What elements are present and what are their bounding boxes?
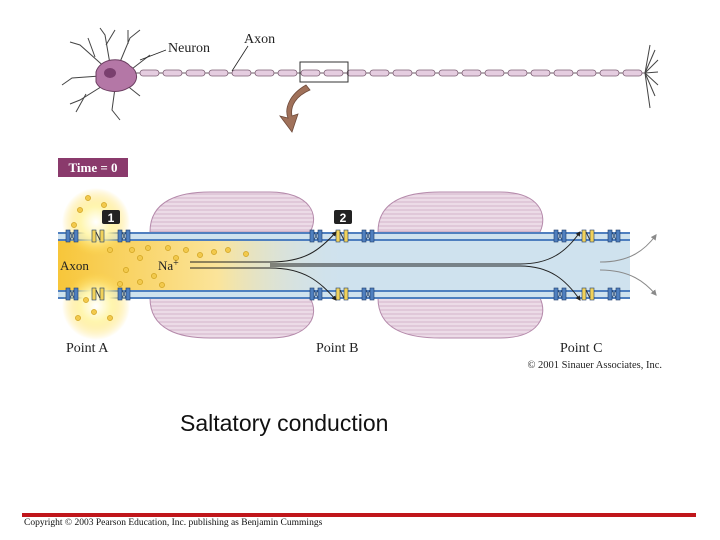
point-a-label: Point A xyxy=(66,341,109,356)
overview-myelin-segment xyxy=(323,69,344,77)
closed-sodium-channel xyxy=(361,287,375,301)
axon-terminals xyxy=(644,44,659,109)
closed-sodium-channel xyxy=(309,287,323,301)
marker-2: 2 xyxy=(334,210,352,225)
overview-myelin-segment xyxy=(208,69,229,77)
closed-sodium-channel xyxy=(553,287,567,301)
overview-myelin-segment xyxy=(415,69,436,77)
depolarization-flash-bottom xyxy=(62,272,130,340)
svg-text:1: 1 xyxy=(108,211,115,225)
overview-myelin-segment xyxy=(185,69,206,77)
closed-sodium-channel xyxy=(65,287,79,301)
overview-myelin-segment xyxy=(622,69,643,77)
overview-myelin-segment xyxy=(254,69,275,77)
closed-sodium-channel xyxy=(117,287,131,301)
nucleus xyxy=(104,68,116,78)
sodium-ion xyxy=(77,207,83,213)
overview-myelin-segment xyxy=(599,69,620,77)
sodium-ion xyxy=(183,247,189,253)
overview-myelin-segment xyxy=(461,69,482,77)
cell-body xyxy=(95,59,137,92)
point-b-label: Point B xyxy=(316,341,358,356)
svg-text:Time = 0: Time = 0 xyxy=(68,160,117,175)
myelin-sheath-2 xyxy=(377,191,544,339)
point-c-label: Point C xyxy=(560,341,602,356)
sodium-ion xyxy=(107,247,113,253)
overview-myelin-segment xyxy=(162,69,183,77)
overview-myelin-segment xyxy=(553,69,574,77)
overview-myelin-segment xyxy=(369,69,390,77)
sodium-ion xyxy=(197,252,203,258)
closed-sodium-channel xyxy=(361,229,375,243)
sodium-ion xyxy=(137,255,143,261)
sodium-ion xyxy=(83,297,89,303)
sodium-ion xyxy=(173,255,179,261)
axon-label: Axon xyxy=(60,258,89,273)
open-sodium-channel xyxy=(581,229,595,243)
overview-myelin-segment xyxy=(438,69,459,77)
sodium-ion xyxy=(107,315,113,321)
closed-sodium-channel xyxy=(607,229,621,243)
overview-myelin-segment xyxy=(576,69,597,77)
sodium-ion xyxy=(159,282,165,288)
sodium-ion xyxy=(101,202,107,208)
overview-myelin-segment xyxy=(231,69,252,77)
sodium-label: Na+ xyxy=(158,258,179,273)
overview-myelin-segment xyxy=(392,69,413,77)
closed-sodium-channel xyxy=(553,229,567,243)
zoom-arrow xyxy=(279,84,311,133)
sodium-ion xyxy=(71,222,77,228)
zoomed-axon: 1 2 Axon Na+ xyxy=(58,188,657,340)
svg-text:2: 2 xyxy=(340,211,347,225)
sodium-ion xyxy=(145,245,151,251)
open-sodium-channel xyxy=(91,287,105,301)
overview-myelin-segment xyxy=(300,69,321,77)
sodium-ion xyxy=(91,309,97,315)
time-badge: Time = 0 xyxy=(58,158,128,177)
sodium-ion xyxy=(117,281,123,287)
closed-sodium-channel xyxy=(309,229,323,243)
sodium-ion xyxy=(225,247,231,253)
credit-line: © 2001 Sinauer Associates, Inc. xyxy=(527,360,662,371)
sodium-ion xyxy=(165,245,171,251)
local-current-arrows xyxy=(190,231,581,301)
sodium-ion xyxy=(129,247,135,253)
closed-sodium-channel xyxy=(117,229,131,243)
overview-axon xyxy=(135,69,645,77)
footer-rule xyxy=(22,513,696,517)
sodium-ion xyxy=(75,315,81,321)
open-sodium-channel xyxy=(91,229,105,243)
saltatory-conduction-figure: Neuron Axon Time = 0 xyxy=(58,27,662,371)
axon-top-label: Axon xyxy=(244,32,275,47)
overview-myelin-segment xyxy=(139,69,160,77)
zoom-box xyxy=(299,61,349,83)
sodium-ion xyxy=(85,195,91,201)
outgoing-current-arrows xyxy=(599,234,657,296)
open-sodium-channel xyxy=(335,287,349,301)
overview-myelin-segment xyxy=(484,69,505,77)
open-sodium-channel xyxy=(581,287,595,301)
overview-myelin-segment xyxy=(507,69,528,77)
closed-sodium-channel xyxy=(65,229,79,243)
sodium-ion xyxy=(211,249,217,255)
sodium-ion xyxy=(243,251,249,257)
slide-caption: Saltatory conduction xyxy=(180,410,389,436)
myelin-sheath-1 xyxy=(149,191,315,339)
copyright-notice: Copyright © 2003 Pearson Education, Inc.… xyxy=(24,518,323,528)
overview-myelin-segment xyxy=(277,69,298,77)
neuron-overview: Neuron Axon xyxy=(61,27,659,133)
depolarization-flash-top xyxy=(62,188,130,256)
sodium-ion xyxy=(137,279,143,285)
overview-myelin-segment xyxy=(530,69,551,77)
sodium-ion xyxy=(151,273,157,279)
sodium-ion xyxy=(123,267,129,273)
overview-myelin-segment xyxy=(346,69,367,77)
marker-1: 1 xyxy=(102,210,120,225)
closed-sodium-channel xyxy=(607,287,621,301)
neuron-label: Neuron xyxy=(168,41,210,56)
